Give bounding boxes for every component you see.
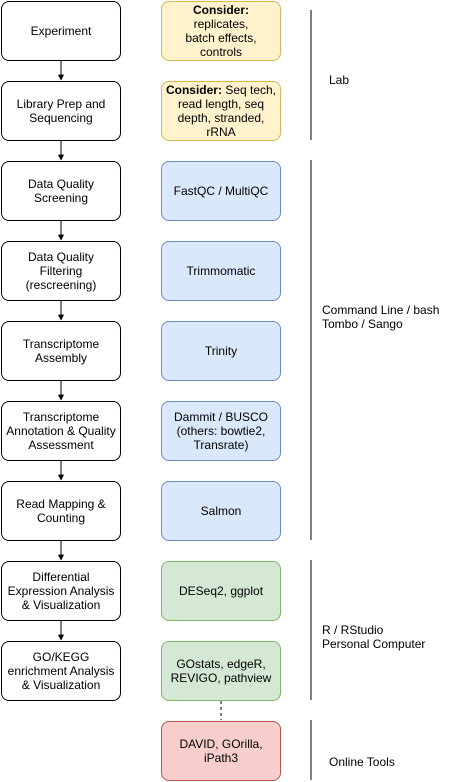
tool-david: DAVID, GOrilla, iPath3 [161, 721, 281, 781]
step-label: Data Quality Filtering (rescreening) [25, 250, 97, 292]
step-label: Library Prep and Sequencing [16, 97, 106, 125]
step-label: Transcriptome Assembly [22, 337, 100, 365]
step-quality-screening: Data Quality Screening [1, 161, 121, 221]
tool-label: Trinity [204, 344, 238, 358]
step-label: Experiment [30, 24, 92, 38]
step-annotation: Transcriptome Annotation & Quality Asses… [1, 401, 121, 461]
tool-label: DAVID, GOrilla, iPath3 [179, 737, 263, 765]
step-label: Data Quality Screening [27, 177, 95, 205]
consider-experiment: Consider: replicates, batch effects, con… [161, 1, 281, 61]
tool-gostats: GOstats, edgeR, REVIGO, pathview [161, 641, 281, 701]
step-library-prep: Library Prep and Sequencing [1, 81, 121, 141]
tool-dammit-busco: Dammit / BUSCO (others: bowtie2, Transra… [161, 401, 281, 461]
step-differential-expression: Differential Expression Analysis & Visua… [1, 561, 121, 621]
tool-trinity: Trinity [161, 321, 281, 381]
consider-label: Consider: [192, 3, 249, 17]
consider-sequencing: Consider: Seq tech, read length, seq dep… [161, 81, 281, 141]
tool-label: Trimmomatic [186, 264, 256, 278]
consider-detail: replicates, batch effects, controls [185, 17, 257, 59]
consider-detail: Seq tech, read length, seq depth, strand… [177, 83, 277, 139]
step-quality-filtering: Data Quality Filtering (rescreening) [1, 241, 121, 301]
step-assembly: Transcriptome Assembly [1, 321, 121, 381]
step-read-mapping: Read Mapping & Counting [1, 481, 121, 541]
tool-label: DESeq2, ggplot [178, 584, 264, 598]
step-experiment: Experiment [1, 1, 121, 61]
group-label-lab: Lab [329, 73, 350, 87]
tool-label: Dammit / BUSCO (others: bowtie2, Transra… [173, 410, 268, 452]
tool-label: FastQC / MultiQC [173, 184, 269, 198]
tool-label: Salmon [200, 504, 242, 518]
tool-fastqc: FastQC / MultiQC [161, 161, 281, 221]
group-label-online: Online Tools [329, 755, 395, 769]
consider-label: Consider: [165, 83, 222, 97]
group-label-r: R / RStudio Personal Computer [322, 623, 426, 651]
step-label: Transcriptome Annotation & Quality Asses… [6, 410, 116, 452]
step-label: Read Mapping & Counting [16, 497, 106, 525]
consider-text: Consider: replicates, batch effects, con… [165, 3, 277, 59]
tool-label: GOstats, edgeR, REVIGO, pathview [170, 657, 272, 685]
consider-text: Consider: Seq tech, read length, seq dep… [166, 83, 276, 139]
tool-salmon: Salmon [161, 481, 281, 541]
tool-deseq2: DESeq2, ggplot [161, 561, 281, 621]
group-label-command-line: Command Line / bash Tombo / Sango [322, 303, 440, 331]
tool-trimmomatic: Trimmomatic [161, 241, 281, 301]
step-label: Differential Expression Analysis & Visua… [7, 570, 115, 612]
step-label: GO/KEGG enrichment Analysis & Visualizat… [7, 650, 115, 692]
step-enrichment: GO/KEGG enrichment Analysis & Visualizat… [1, 641, 121, 701]
